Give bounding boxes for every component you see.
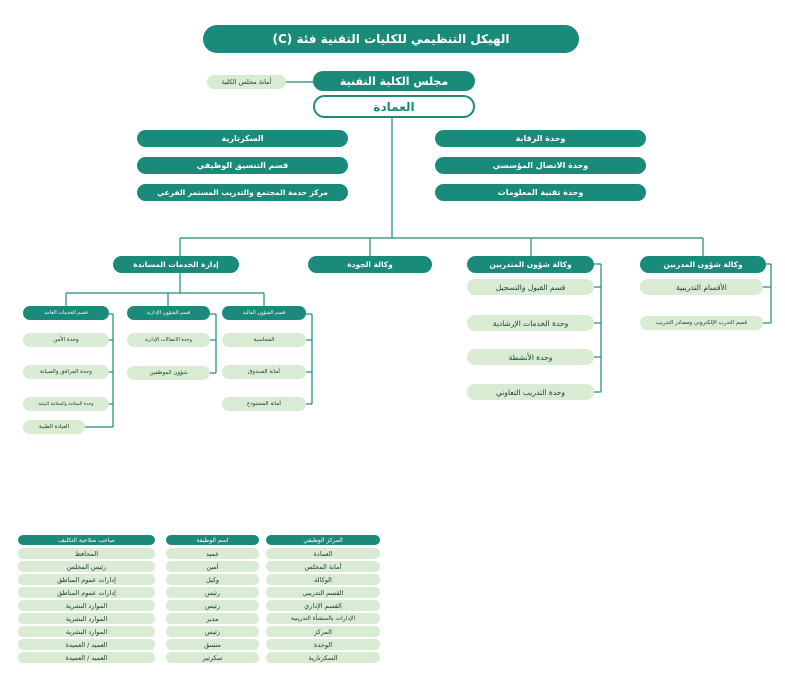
table-header-authority: صاحب صلاحية التكليف <box>18 535 155 545</box>
table-header-center: المركز الوظيفي <box>266 535 380 545</box>
table-cell: العميد / العميدة <box>18 652 155 663</box>
table-cell: الموارد البشرية <box>18 626 155 637</box>
table-cell: سكرتير <box>166 652 259 663</box>
financial-affairs-dept: قسم الشؤون المالية <box>222 306 306 320</box>
trainers-affairs-agency: وكالة شؤون المدربين <box>640 256 766 273</box>
table-cell: أمين <box>166 561 259 572</box>
table-cell: أمانة المجلس <box>266 561 380 572</box>
job-coordination-dept: قسم التنسيق الوظيفي <box>137 157 348 174</box>
table-cell: رئيس <box>166 626 259 637</box>
table-cell: عميد <box>166 548 259 559</box>
table-cell: السكرتارية <box>266 652 380 663</box>
support-services-admin: إدارة الخدمات المساندة <box>113 256 239 273</box>
medical-clinic: العيادة الطبية <box>23 420 85 434</box>
table-cell: وكيل <box>166 574 259 585</box>
oversight-unit: وحدة الرقابة <box>435 130 646 147</box>
employee-affairs: شؤون الموظفين <box>127 366 210 380</box>
table-cell: رئيس <box>166 587 259 598</box>
table-cell: الوكالة <box>266 574 380 585</box>
chart-title: الهيكل التنظيمي للكليات التقنية فئة (C) <box>203 25 579 53</box>
trainees-affairs-agency: وكالة شؤون المتدربين <box>467 256 594 273</box>
facilities-maintenance-unit: وحدة المرافق والصيانة <box>23 365 109 379</box>
guidance-services-unit: وحدة الخدمات الإرشادية <box>467 315 594 331</box>
general-services-dept: قسم الخدمات العامة <box>23 306 109 320</box>
training-departments: الأقسام التدريبية <box>640 279 763 295</box>
table-cell: العميد / العميدة <box>18 639 155 650</box>
admission-registration-dept: قسم القبول والتسجيل <box>467 279 594 295</box>
table-cell: إدارات عموم المناطق <box>18 574 155 585</box>
table-cell: القسم الإداري <box>266 600 380 611</box>
it-unit: وحدة تقنية المعلومات <box>435 184 646 201</box>
table-cell: المحافظ <box>18 548 155 559</box>
table-cell: رئيس <box>166 600 259 611</box>
table-cell: الموارد البشرية <box>18 613 155 624</box>
cooperative-training-unit: وحدة التدريب التعاوني <box>467 384 594 400</box>
community-service-center: مركز خدمة المجتمع والتدريب المستمر الفرع… <box>137 184 348 201</box>
warehouse: أمانة المستودع <box>222 397 306 411</box>
activities-unit: وحدة الأنشطة <box>467 349 594 365</box>
security-unit: وحدة الأمن <box>23 333 109 347</box>
table-cell: العمادة <box>266 548 380 559</box>
table-cell: الإدارات بالمنشأة التدريبية <box>266 613 380 624</box>
table-cell: القسم التدريبي <box>266 587 380 598</box>
table-cell: منسق <box>166 639 259 650</box>
table-cell: الوحدة <box>266 639 380 650</box>
administrative-affairs-dept: قسم الشؤون الإدارية <box>127 306 210 320</box>
accounting: المحاسبة <box>222 333 306 347</box>
admin-communications-unit: وحدة الاتصالات الإدارية <box>127 333 210 347</box>
table-header-title: اسم الوظيفة <box>166 535 259 545</box>
treasury: أمانة الصندوق <box>222 365 306 379</box>
college-council: مجلس الكلية التقنية <box>313 71 475 91</box>
table-cell: المركز <box>266 626 380 637</box>
council-secretariat: أمانة مجلس الكلية <box>207 75 286 89</box>
secretariat: السكرتارية <box>137 130 348 147</box>
corporate-communication-unit: وحدة الاتصال المؤسسي <box>435 157 646 174</box>
deanship: العمادة <box>313 95 475 118</box>
safety-unit: وحدة السلامة والسلامة البيئية <box>23 397 109 411</box>
e-training-dept: قسم التدرب الإلكتروني ومصادر التدريب <box>640 316 763 330</box>
quality-agency: وكالة الجودة <box>308 256 432 273</box>
table-cell: رئيس المجلس <box>18 561 155 572</box>
table-cell: مدير <box>166 613 259 624</box>
table-cell: الموارد البشرية <box>18 600 155 611</box>
table-cell: إدارات عموم المناطق <box>18 587 155 598</box>
